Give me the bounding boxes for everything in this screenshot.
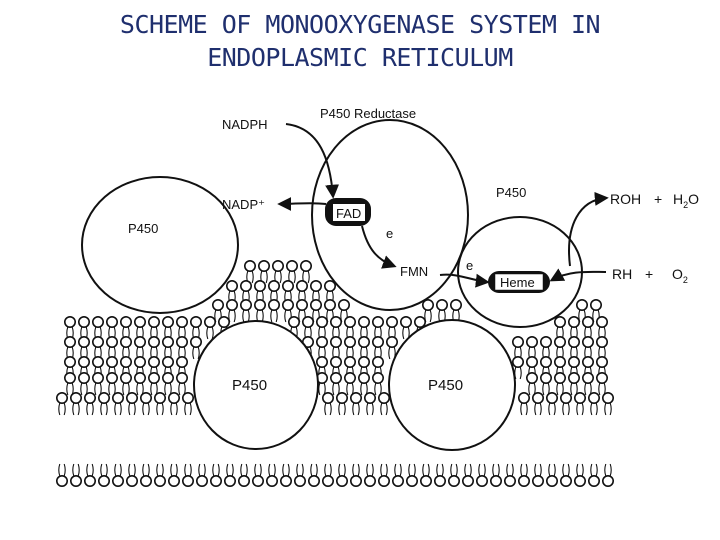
p450-upper-left-protein [81,176,239,314]
roh-label: ROH [610,191,641,207]
heme-label: Heme [500,275,535,290]
roh-arrow [568,191,609,267]
lipid-bilayer [55,259,614,487]
fad-label: FAD [336,206,361,221]
electron-label-1: e [386,226,393,241]
rh-label: RH [612,266,632,282]
nadph-arrow [285,123,340,199]
electron-arrow-fmn-heme [439,273,490,288]
page-title: SCHEME OF MONOOXYGENASE SYSTEM IN ENDOPL… [0,8,720,74]
p450-lower-left-protein [193,320,319,450]
p450-reductase-protein [311,119,469,311]
oxygen-label: O2 [672,266,688,285]
p450-lower-left-label: P450 [232,377,267,394]
nadp-label: NADP⁺ [222,197,265,212]
p450-lower-right-label: P450 [428,377,463,394]
p450-upper-right-label: P450 [496,185,526,200]
fmn-label: FMN [400,264,428,279]
electron-arrow-fad-fmn [361,225,397,269]
title-line-1: SCHEME OF MONOOXYGENASE SYSTEM IN [119,10,601,39]
p450-upper-left-label: P450 [128,221,158,236]
p450-lower-right-protein [388,319,516,451]
plus-label-2: + [645,266,653,282]
plus-label-1: + [654,191,662,207]
rh-arrow [549,268,607,282]
nadp-arrow [277,196,327,211]
water-label: H2O [673,191,699,210]
title-line-2: ENDOPLASMIC RETICULUM [207,43,513,72]
electron-label-2: e [466,258,473,273]
reductase-label: P450 Reductase [320,106,416,121]
nadph-label: NADPH [222,117,268,132]
